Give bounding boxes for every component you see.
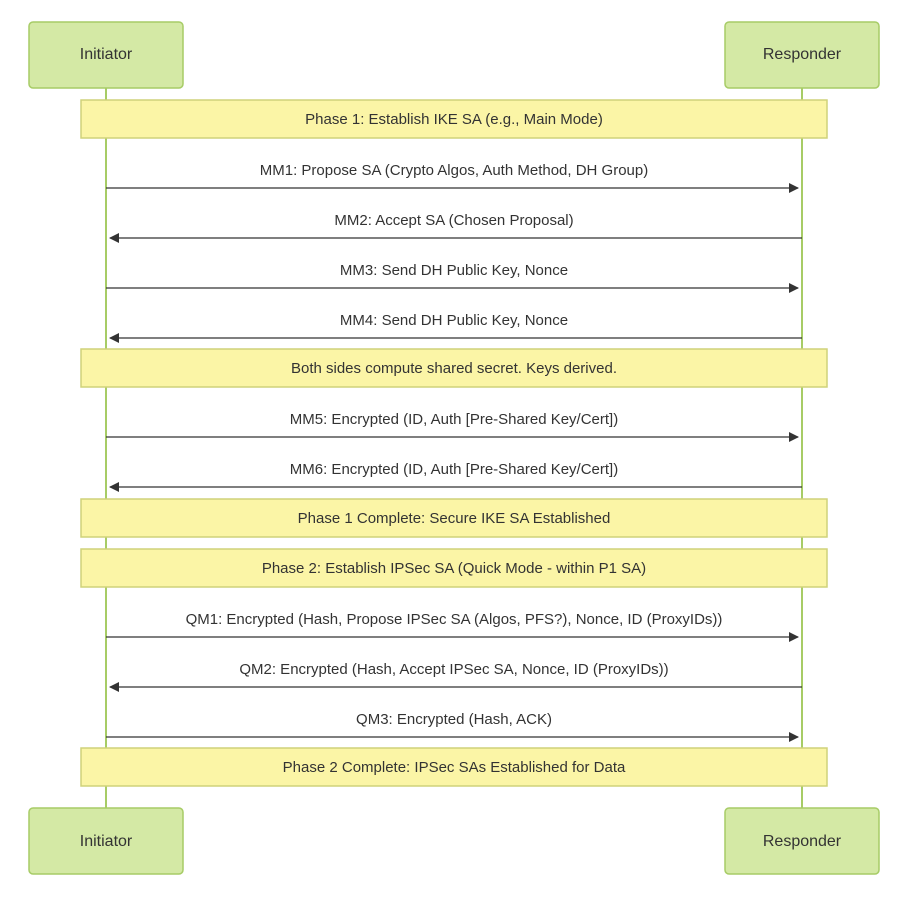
message-12: QM2: Encrypted (Hash, Accept IPSec SA, N… bbox=[109, 661, 802, 692]
responder-label: Responder bbox=[763, 46, 842, 63]
note-label: Phase 2: Establish IPSec SA (Quick Mode … bbox=[262, 560, 646, 577]
note-label: Phase 2 Complete: IPSec SAs Established … bbox=[283, 759, 626, 776]
message-label: QM2: Encrypted (Hash, Accept IPSec SA, N… bbox=[239, 661, 668, 678]
note-14: Phase 2 Complete: IPSec SAs Established … bbox=[80, 747, 828, 787]
message-11: QM1: Encrypted (Hash, Propose IPSec SA (… bbox=[106, 611, 799, 642]
responder-actor-bottom: Responder bbox=[724, 807, 880, 875]
note-box bbox=[80, 498, 828, 538]
message-label: MM6: Encrypted (ID, Auth [Pre-Shared Key… bbox=[290, 461, 618, 478]
message-4: MM3: Send DH Public Key, Nonce bbox=[106, 262, 799, 293]
note-label: Both sides compute shared secret. Keys d… bbox=[291, 360, 617, 377]
message-label: MM4: Send DH Public Key, Nonce bbox=[340, 312, 568, 329]
message-label: MM2: Accept SA (Chosen Proposal) bbox=[334, 212, 573, 229]
message-label: MM3: Send DH Public Key, Nonce bbox=[340, 262, 568, 279]
message-3: MM2: Accept SA (Chosen Proposal) bbox=[109, 212, 802, 243]
note-box bbox=[80, 548, 828, 588]
message-label: MM5: Encrypted (ID, Auth [Pre-Shared Key… bbox=[290, 411, 618, 428]
message-label: MM1: Propose SA (Crypto Algos, Auth Meth… bbox=[260, 162, 649, 179]
note-6: Both sides compute shared secret. Keys d… bbox=[80, 348, 828, 388]
note-9: Phase 1 Complete: Secure IKE SA Establis… bbox=[80, 498, 828, 538]
note-box bbox=[80, 747, 828, 787]
responder-label: Responder bbox=[763, 833, 842, 850]
note-10: Phase 2: Establish IPSec SA (Quick Mode … bbox=[80, 548, 828, 588]
initiator-label: Initiator bbox=[80, 833, 133, 850]
message-8: MM6: Encrypted (ID, Auth [Pre-Shared Key… bbox=[109, 461, 802, 492]
message-5: MM4: Send DH Public Key, Nonce bbox=[109, 312, 802, 343]
note-label: Phase 1 Complete: Secure IKE SA Establis… bbox=[298, 510, 611, 527]
note-box bbox=[80, 348, 828, 388]
message-7: MM5: Encrypted (ID, Auth [Pre-Shared Key… bbox=[106, 411, 799, 442]
note-box bbox=[80, 99, 828, 139]
initiator-actor-bottom: Initiator bbox=[28, 807, 184, 875]
initiator-label: Initiator bbox=[80, 46, 133, 63]
responder-actor-top: Responder bbox=[724, 21, 880, 89]
note-label: Phase 1: Establish IKE SA (e.g., Main Mo… bbox=[305, 111, 603, 128]
note-1: Phase 1: Establish IKE SA (e.g., Main Mo… bbox=[80, 99, 828, 139]
steps-layer: Phase 1: Establish IKE SA (e.g., Main Mo… bbox=[80, 99, 828, 787]
message-13: QM3: Encrypted (Hash, ACK) bbox=[106, 711, 799, 742]
initiator-actor-top: Initiator bbox=[28, 21, 184, 89]
message-label: QM1: Encrypted (Hash, Propose IPSec SA (… bbox=[186, 611, 723, 628]
message-2: MM1: Propose SA (Crypto Algos, Auth Meth… bbox=[106, 162, 799, 193]
message-label: QM3: Encrypted (Hash, ACK) bbox=[356, 711, 552, 728]
